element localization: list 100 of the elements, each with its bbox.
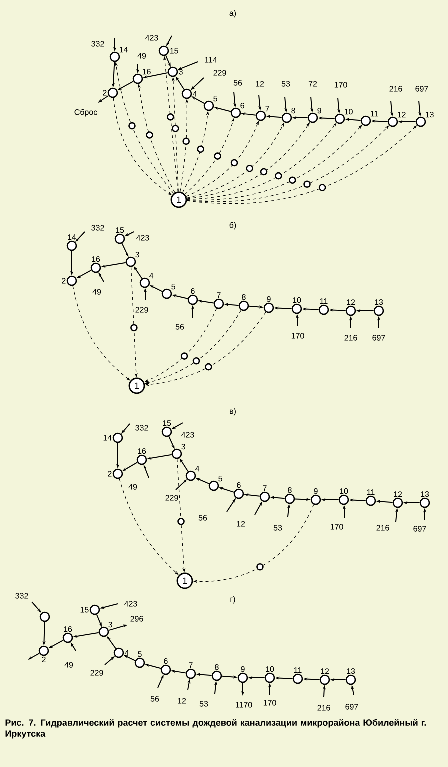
flow-value: 332 xyxy=(92,225,104,231)
node-circle xyxy=(40,612,50,622)
node-label: 5 xyxy=(214,96,218,102)
flow-value: 697 xyxy=(414,526,426,532)
node-label: 7 xyxy=(266,106,270,112)
flow-value: 296 xyxy=(130,616,144,622)
flow-value: 72 xyxy=(308,81,318,87)
flow-value: 12 xyxy=(178,698,186,704)
node-label: 12 xyxy=(398,112,406,118)
flow-value: 229 xyxy=(166,495,178,501)
node-label: 15 xyxy=(80,607,89,613)
flow-value: 170 xyxy=(264,700,276,706)
node-label: 4 xyxy=(150,273,154,279)
flow-value: 1170 xyxy=(236,702,252,708)
node-label: 15 xyxy=(163,420,172,426)
node-label: 15 xyxy=(170,48,178,54)
node-label: 11 xyxy=(367,490,375,496)
flow-value: 53 xyxy=(282,81,290,87)
node-label: 3 xyxy=(108,622,112,628)
flow-value: 170 xyxy=(334,82,348,88)
node-label: 5 xyxy=(138,652,142,658)
node-label: 14 xyxy=(120,47,128,53)
node-label: 9 xyxy=(267,296,271,302)
node-label: 11 xyxy=(320,298,328,304)
node-label: 11 xyxy=(294,668,302,674)
node-label: 6 xyxy=(237,482,241,488)
node-label: 8 xyxy=(288,487,292,494)
flow-value: 56 xyxy=(150,696,160,702)
node-label: 15 xyxy=(116,228,124,234)
flow-value: 53 xyxy=(274,525,282,531)
flow-value: Сброс xyxy=(74,109,98,117)
node-label: 9 xyxy=(318,108,322,114)
node-label: 9 xyxy=(241,666,245,672)
node-label: 11 xyxy=(370,111,378,117)
node-label: 13 xyxy=(421,491,430,498)
node-label: 10 xyxy=(293,297,302,304)
node-label: 7 xyxy=(263,486,267,492)
flow-value: 229 xyxy=(90,670,104,676)
flow-value: 423 xyxy=(124,601,138,607)
node-label: 6 xyxy=(191,288,195,294)
flow-value: 49 xyxy=(128,484,138,490)
node-label: 4 xyxy=(196,466,200,472)
dashed-arrow xyxy=(119,478,179,576)
node-label: 8 xyxy=(292,108,296,114)
node-label: 2 xyxy=(103,90,107,96)
node-label: 4 xyxy=(125,650,130,656)
node-label: 12 xyxy=(321,668,330,674)
flow-value: 332 xyxy=(136,425,148,431)
flow-value: 216 xyxy=(376,525,390,531)
node-label: 3 xyxy=(136,252,140,258)
flow-value: 332 xyxy=(92,41,104,47)
node-label: 9 xyxy=(314,488,318,494)
node-label: 14 xyxy=(68,234,76,240)
node-label: 13 xyxy=(426,112,434,118)
flow-value: 56 xyxy=(198,515,208,521)
node-label: 8 xyxy=(242,294,246,300)
node-label: 16 xyxy=(92,256,100,262)
node-label: 2 xyxy=(62,278,66,284)
flow-value: 697 xyxy=(416,86,428,92)
node-label: 6 xyxy=(240,103,244,109)
node-label: 16 xyxy=(64,626,72,632)
flow-value: 216 xyxy=(390,86,402,92)
flow-value: 229 xyxy=(136,307,148,313)
node-label: 7 xyxy=(189,662,193,668)
flow-value: 216 xyxy=(318,705,330,711)
flow-value: 12 xyxy=(256,81,264,87)
flow-value: 332 xyxy=(16,593,28,599)
panel-label: а) xyxy=(230,10,236,18)
flow-value: 697 xyxy=(346,704,358,710)
node-label: 13 xyxy=(347,668,356,674)
flow-value: 170 xyxy=(292,333,304,339)
panel-label: г) xyxy=(230,596,236,604)
node-label: 2 xyxy=(42,656,46,662)
node-label: 14 xyxy=(104,435,112,441)
flow-value: 697 xyxy=(372,335,386,341)
node-label: 16 xyxy=(142,69,151,75)
node-label: 16 xyxy=(138,448,146,454)
node-label: 3 xyxy=(182,444,186,450)
flow-value: 170 xyxy=(330,524,344,530)
flow-value: 423 xyxy=(146,35,158,41)
node-label: 4 xyxy=(193,91,198,97)
flow-value: 229 xyxy=(214,70,226,76)
node-label: 5 xyxy=(172,284,176,290)
node-label: 7 xyxy=(217,292,221,298)
flow-value: 423 xyxy=(182,432,194,438)
node-label: 6 xyxy=(164,658,168,664)
flow-value: 423 xyxy=(136,235,150,241)
flow-value: 114 xyxy=(205,57,218,63)
flow-value: 49 xyxy=(138,53,146,59)
flow-value: 53 xyxy=(200,701,208,707)
flow-value: 216 xyxy=(344,335,358,341)
flow-value: 49 xyxy=(64,662,74,668)
node-label: 10 xyxy=(344,109,353,115)
panel-label: в) xyxy=(230,408,236,416)
panel-label: б) xyxy=(230,222,236,230)
node-label: 8 xyxy=(215,664,219,670)
node-label: 13 xyxy=(375,299,384,306)
caption: Рис. 7. Гидравлический расчет системы дождевой канализации микрорайона Юбилейный г. Иркутска xyxy=(6,719,426,739)
node-label: 10 xyxy=(340,488,348,494)
flow-value: 49 xyxy=(92,289,102,295)
